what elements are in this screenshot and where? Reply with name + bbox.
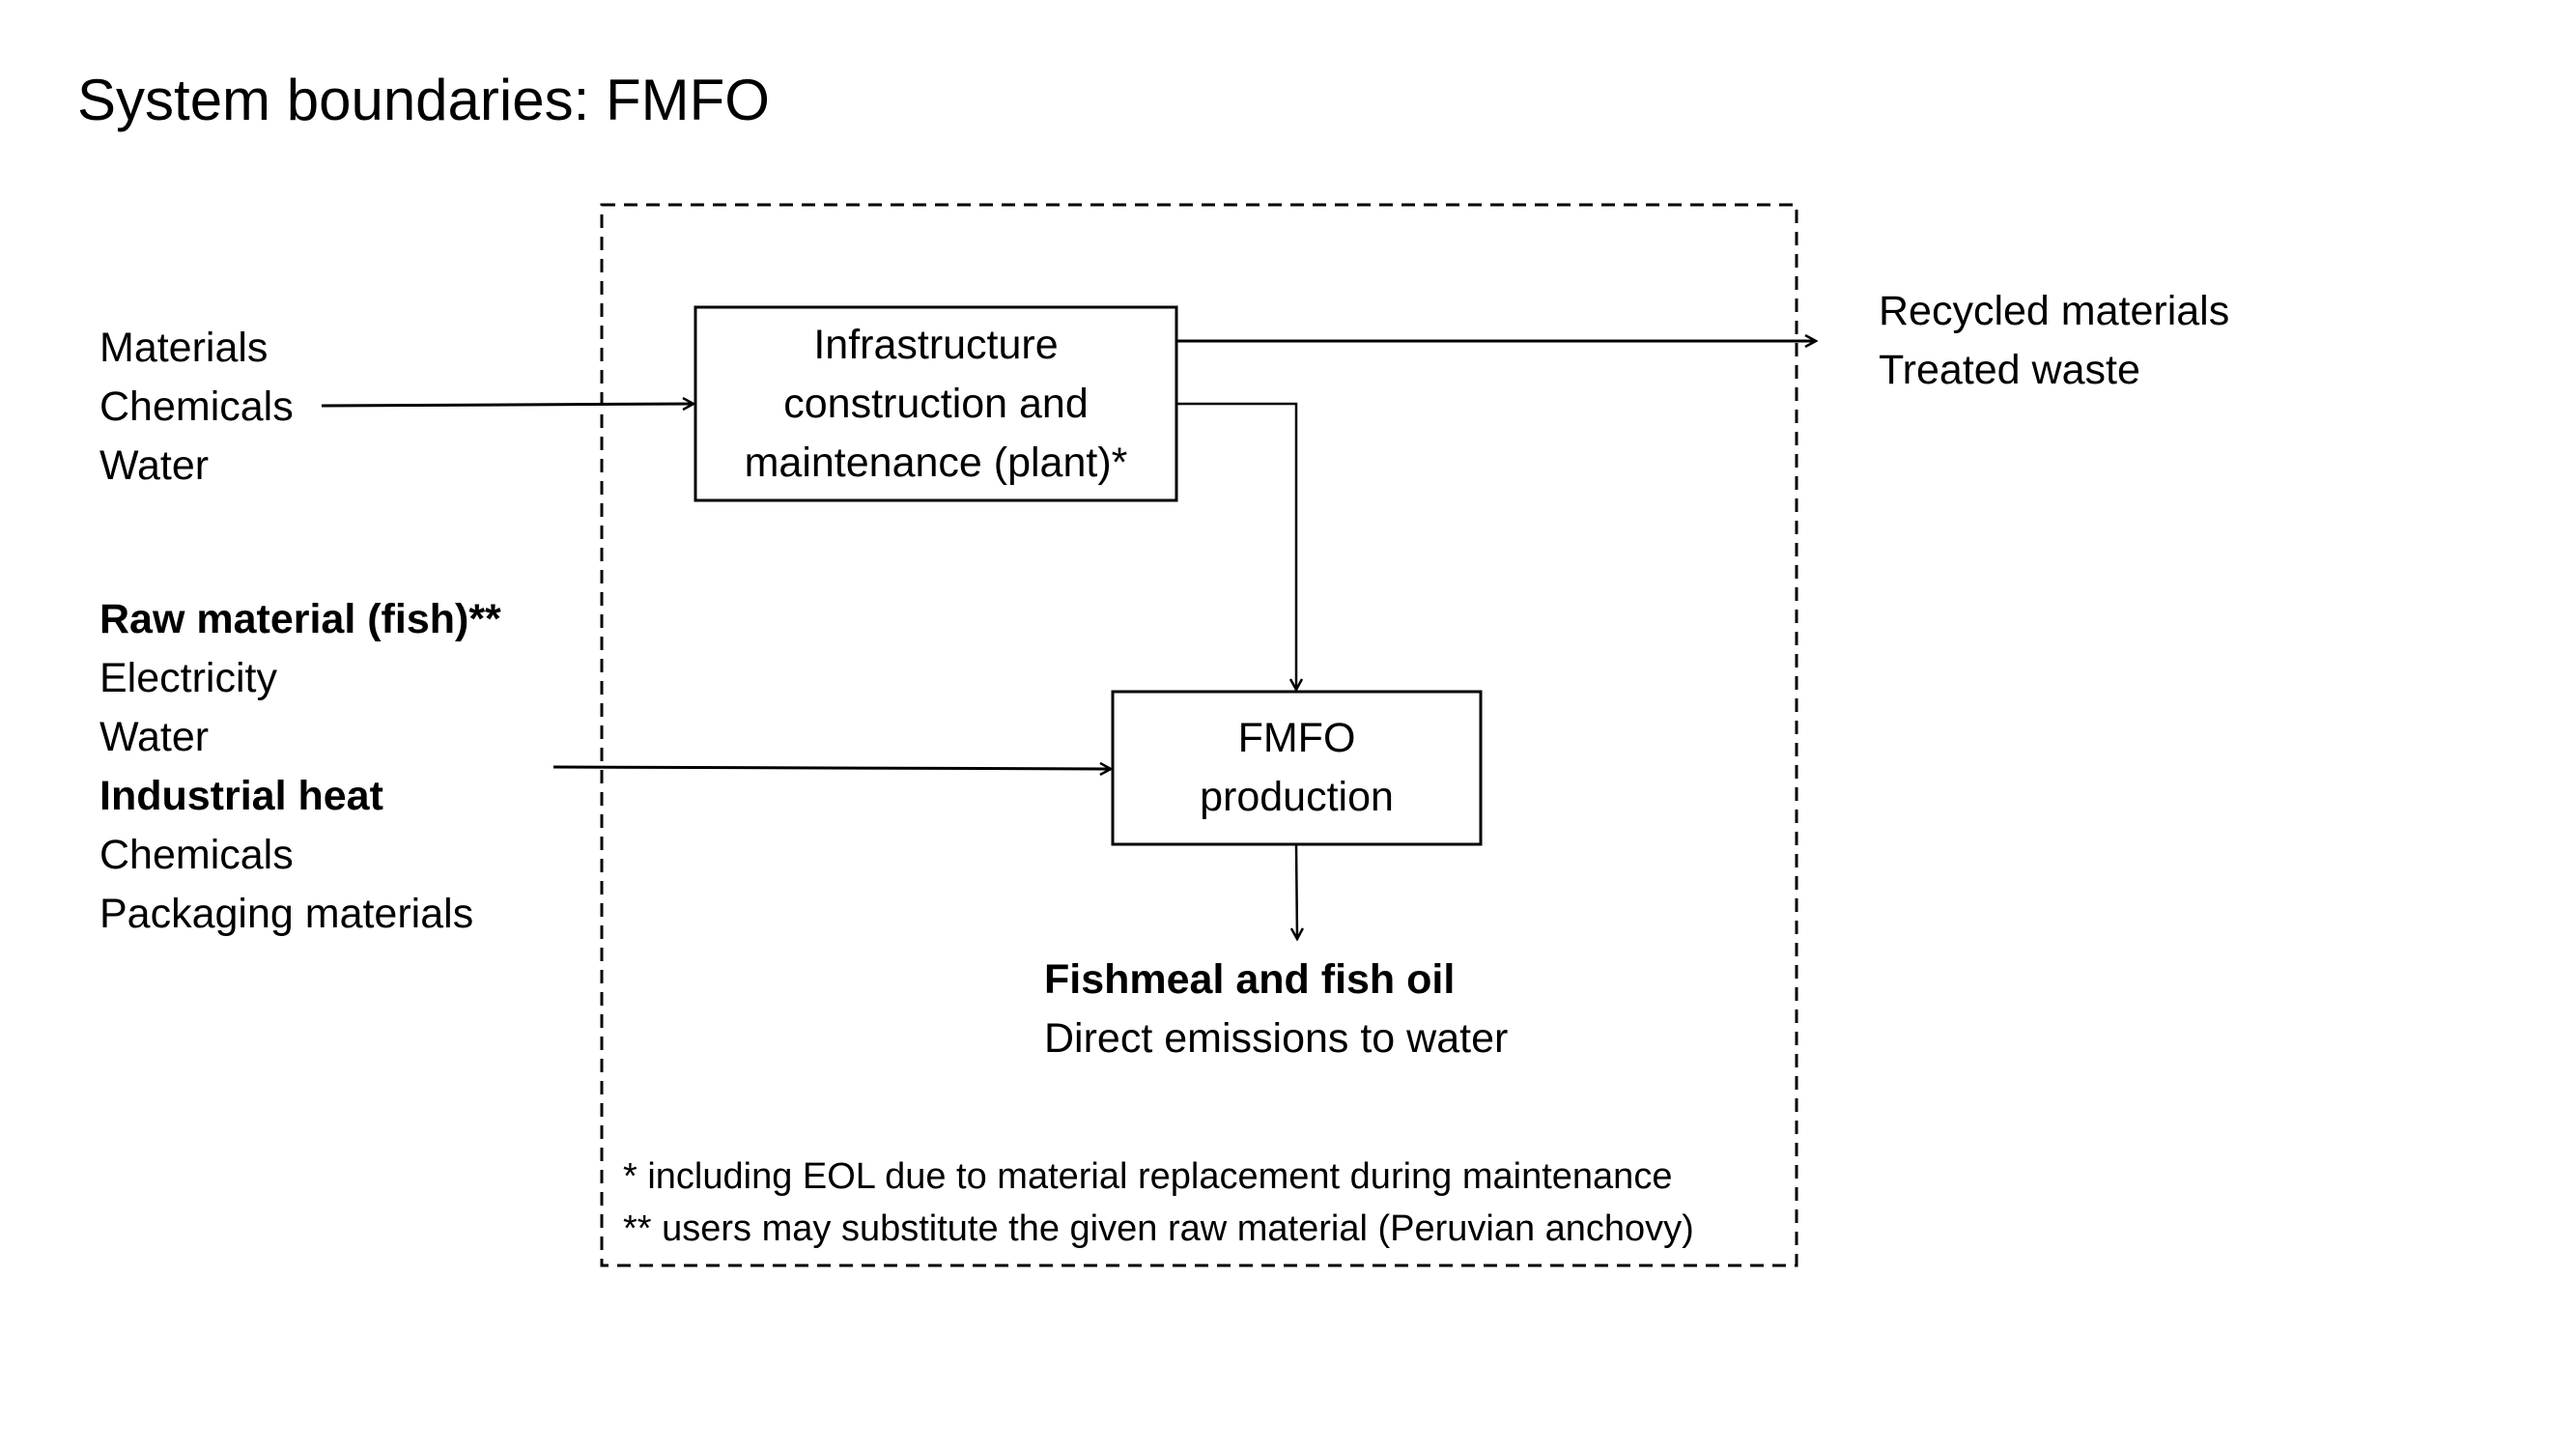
input-item: Materials	[99, 325, 269, 371]
process-label-line: maintenance (plant)*	[744, 439, 1128, 486]
page-title: System boundaries: FMFO	[77, 68, 770, 132]
infrastructure-process-label: Infrastructure construction and maintena…	[695, 307, 1176, 500]
footnote: * including EOL due to material replacem…	[623, 1156, 1673, 1197]
process-label-line: production	[1200, 774, 1394, 820]
process-label-line: FMFO	[1237, 715, 1356, 761]
process-label-line: Infrastructure	[813, 321, 1059, 368]
footnote: ** users may substitute the given raw ma…	[623, 1208, 1694, 1249]
infrastructure-inputs-list: Materials Chemicals Water	[99, 319, 294, 496]
arrow-inputs-to-production	[552, 767, 1111, 769]
input-item: Water	[99, 442, 210, 489]
production-process-label: FMFO production	[1113, 692, 1481, 844]
footnotes: * including EOL due to material replacem…	[623, 1151, 1694, 1255]
output-item: Direct emissions to water	[1044, 1015, 1509, 1062]
process-label-line: construction and	[783, 380, 1089, 427]
input-item: Chemicals	[99, 832, 294, 878]
input-item: Electricity	[99, 655, 277, 701]
input-item: Chemicals	[99, 384, 294, 430]
arrow-infrastructure-to-production	[1176, 402, 1296, 690]
input-item: Packaging materials	[99, 891, 474, 937]
production-outputs-list: Fishmeal and fish oil Direct emissions t…	[1044, 951, 1508, 1068]
input-item: Raw material (fish)**	[99, 596, 501, 642]
system-boundary	[600, 203, 1798, 1267]
infrastructure-process-box	[694, 305, 1178, 502]
output-item: Recycled materials	[1879, 288, 2230, 334]
output-item: Treated waste	[1879, 347, 2140, 393]
input-item: Industrial heat	[99, 773, 383, 819]
arrow-inputs-to-infrastructure	[321, 404, 694, 406]
input-item: Water	[99, 714, 210, 760]
production-inputs-list: Raw material (fish)** Electricity Water …	[99, 590, 501, 944]
output-item: Fishmeal and fish oil	[1044, 956, 1456, 1003]
infrastructure-outputs-list: Recycled materials Treated waste	[1879, 282, 2229, 400]
arrow-production-to-outputs	[1296, 843, 1297, 939]
